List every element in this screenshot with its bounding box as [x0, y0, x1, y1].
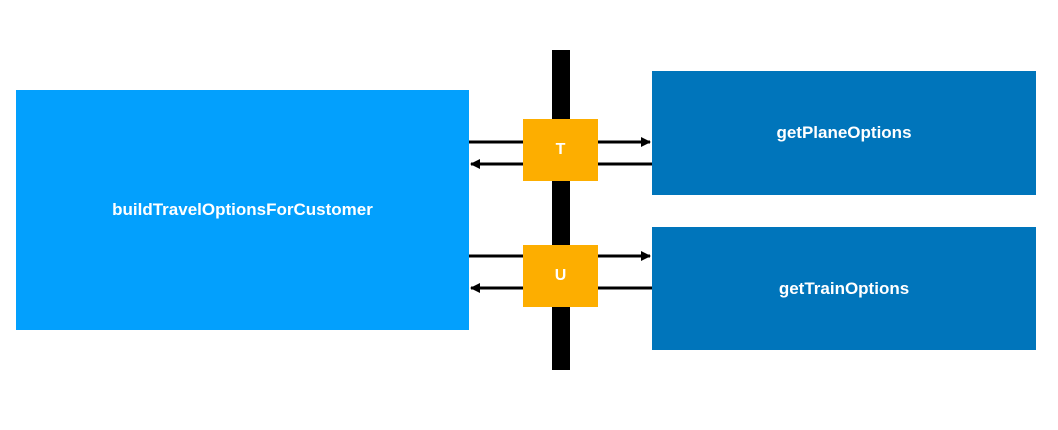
- tag-u: U: [523, 245, 598, 307]
- plane-options-label: getPlaneOptions: [776, 123, 912, 142]
- tag-t-label: T: [555, 141, 566, 158]
- tag-u-label: U: [554, 267, 567, 284]
- caller-box: buildTravelOptionsForCustomer: [16, 90, 469, 330]
- train-options-label: getTrainOptions: [778, 278, 910, 298]
- boundary-bar: [552, 50, 570, 370]
- plane-options-box: getPlaneOptions: [652, 71, 1036, 195]
- tag-t: T: [523, 119, 598, 181]
- caller-label: buildTravelOptionsForCustomer: [112, 200, 373, 219]
- train-options-box: getTrainOptions: [652, 227, 1036, 350]
